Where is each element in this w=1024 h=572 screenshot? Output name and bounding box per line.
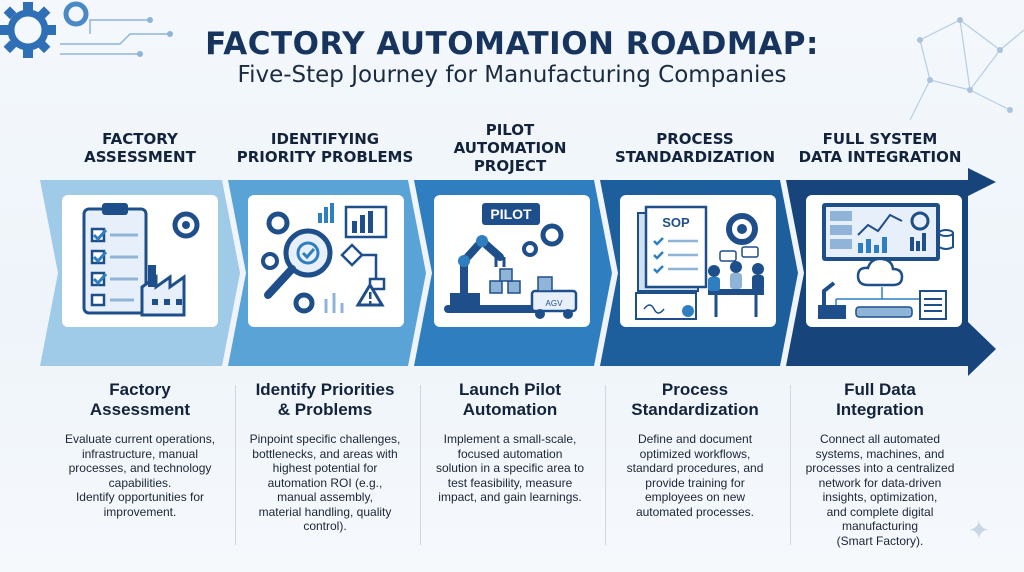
divider [235,385,236,545]
step-4-illustration: SOP [620,195,776,327]
step-5-heading: FULL SYSTEM DATA INTEGRATION [798,130,962,166]
step-3-illustration: PILOT AGV [434,195,590,327]
step-1-title: Factory Assessment [89,380,191,419]
step-5-illustration [806,195,962,327]
step-1-heading: FACTORY ASSESSMENT [84,130,196,166]
dashboard-cloud-icon [818,203,954,320]
sparkle-icon: ✦ [968,515,990,545]
step-3-heading: PILOT AUTOMATION PROJECT [453,121,567,175]
step-4-heading: PROCESS STANDARDIZATION [614,130,776,166]
step-2-description: Pinpoint specific challenges, bottleneck… [249,432,401,533]
sop-badge: SOP [662,215,690,230]
divider [790,385,791,545]
step-2-title: Identify Priorities & Problems [255,380,395,419]
step-2-heading: IDENTIFYING PRIORITY PROBLEMS [236,130,414,166]
page-title: FACTORY AUTOMATION ROADMAP: [205,26,819,62]
agv-label: AGV [546,299,564,308]
divider [605,385,606,545]
step-4-title: Process Standardization [631,380,759,419]
pilot-badge: PILOT [490,206,532,222]
step-3-description: Implement a small-scale, focused automat… [435,432,585,504]
clipboard-checklist-icon [82,203,200,317]
circuit-network-icon [909,17,1024,121]
step-5-description: Connect all automated systems, machines,… [805,432,955,548]
gear-cluster-icon [0,1,173,58]
band-arrow-lower [900,322,996,376]
step-1-illustration [62,195,218,327]
step-3-title: Launch Pilot Automation [459,380,561,419]
step-5-title: Full Data Integration [836,380,924,419]
step-4-description: Define and document optimized workflows,… [626,432,764,519]
robot-arm-icon: PILOT AGV [444,203,578,319]
step-1-description: Evaluate current operations, infrastruct… [64,432,216,519]
magnifier-analysis-icon [261,203,388,314]
page-subtitle: Five-Step Journey for Manufacturing Comp… [237,62,787,88]
sop-document-icon: SOP [635,205,764,320]
step-2-illustration [248,195,404,327]
divider [420,385,421,545]
